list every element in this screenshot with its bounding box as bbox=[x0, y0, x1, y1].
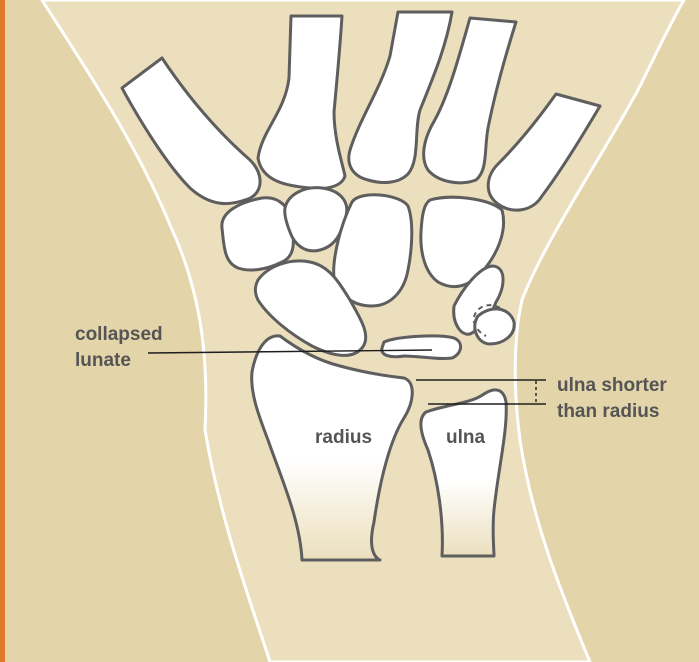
ulna-label: ulna bbox=[446, 427, 485, 448]
ulna-shorter-label-line1: ulna shorter bbox=[557, 375, 667, 396]
left-accent-border bbox=[0, 0, 5, 662]
radius-label: radius bbox=[315, 427, 372, 448]
collapsed-lunate-label-line2: lunate bbox=[75, 350, 131, 371]
collapsed-lunate-label-line1: collapsed bbox=[75, 324, 163, 345]
collapsed-lunate-bone bbox=[382, 336, 461, 359]
trapezium bbox=[222, 198, 294, 270]
pisiform bbox=[475, 309, 514, 344]
ulna-shorter-label-line2: than radius bbox=[557, 401, 659, 422]
